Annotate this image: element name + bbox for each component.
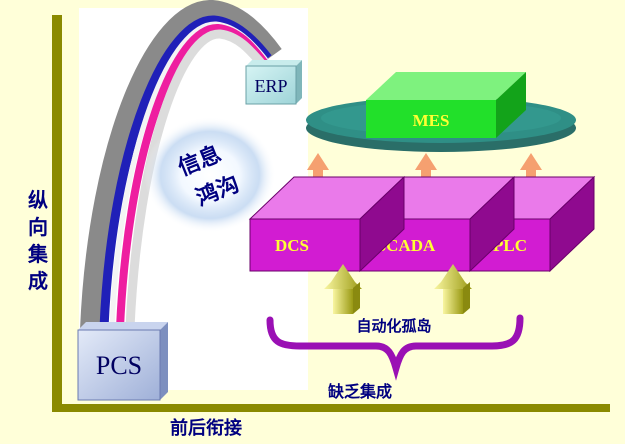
automation-islands-label: 自动化孤岛 (356, 317, 431, 335)
mes-box: MES (366, 72, 526, 138)
svg-text:纵: 纵 (28, 188, 48, 212)
lack-integration-label: 缺乏集成 (328, 382, 392, 401)
horizontal-axis (52, 404, 610, 412)
erp-box: ERP (245, 60, 302, 105)
brace (266, 314, 524, 381)
island-arrow-left (324, 264, 362, 314)
ribbon-band-gray (80, 0, 282, 331)
integration-ribbon (80, 0, 282, 331)
vertical-axis-label: 纵 向 集 成 (27, 188, 49, 293)
pcs-box: PCS (77, 322, 168, 401)
axes (52, 15, 610, 412)
island-arrow-right (434, 264, 472, 314)
dcs-box: DCS (248, 175, 406, 273)
ribbon-band-blue (99, 15, 272, 329)
pcs-label: PCS (96, 351, 142, 380)
svg-text:向: 向 (28, 215, 48, 239)
vertical-axis (52, 15, 62, 404)
automation-island-arrows (324, 264, 472, 314)
information-gap-glow (144, 117, 276, 233)
svg-text:成: 成 (28, 269, 48, 293)
dcs-label: DCS (275, 236, 309, 255)
erp-label: ERP (254, 76, 287, 96)
ribbon-band-light (125, 29, 266, 329)
mes-label: MES (413, 111, 450, 130)
horizontal-axis-label: 前后衔接 (170, 417, 242, 439)
svg-text:集: 集 (27, 242, 49, 266)
